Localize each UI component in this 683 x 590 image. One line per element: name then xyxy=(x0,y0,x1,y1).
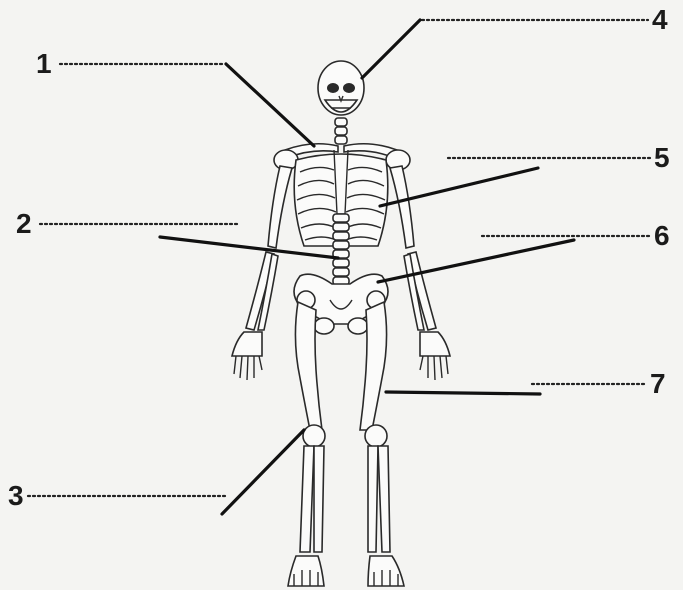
vertebra xyxy=(333,232,349,240)
label-4: 4 xyxy=(652,6,668,34)
leader-line-1 xyxy=(226,64,314,146)
vertebra xyxy=(333,268,349,276)
neck-vertebrae xyxy=(335,118,347,144)
left-arm xyxy=(232,166,292,380)
label-5: 5 xyxy=(654,144,670,172)
leader-line-7 xyxy=(386,392,540,394)
right-leg xyxy=(360,302,404,586)
skeleton xyxy=(232,61,450,586)
label-3: 3 xyxy=(8,482,24,510)
skull xyxy=(318,61,364,115)
vertebra xyxy=(333,214,349,222)
leader-line-3 xyxy=(222,430,304,514)
label-2: 2 xyxy=(16,210,32,238)
leader-line-4 xyxy=(362,20,420,78)
vertebra xyxy=(333,259,349,267)
vertebra xyxy=(333,223,349,231)
label-7: 7 xyxy=(650,370,666,398)
left-leg xyxy=(288,302,325,586)
spine xyxy=(333,214,349,285)
vertebra xyxy=(333,241,349,249)
label-1: 1 xyxy=(36,50,52,78)
label-6: 6 xyxy=(654,222,670,250)
